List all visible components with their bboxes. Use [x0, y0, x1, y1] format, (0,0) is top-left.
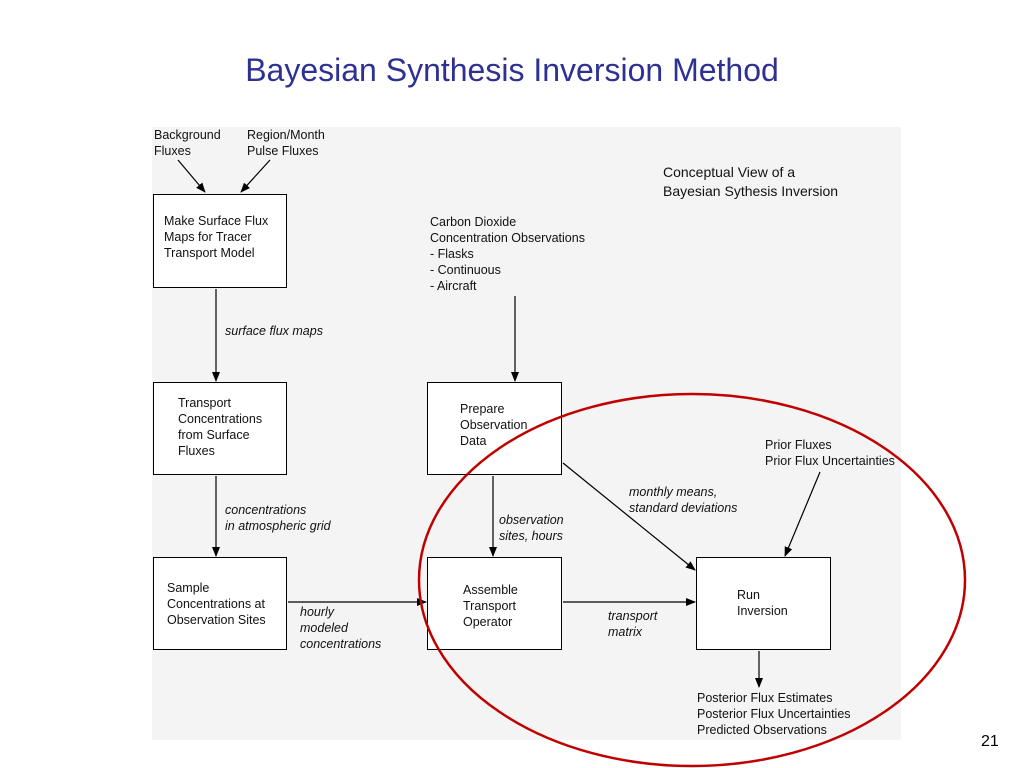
page-number: 21	[981, 733, 999, 750]
surface-flux-maps-label: surface flux maps	[225, 324, 323, 338]
arrow-region-to-maps	[240, 159, 271, 193]
highlight-ellipse	[417, 392, 967, 768]
sample-concentrations-box: Sample Concentrations at Observation Sit…	[153, 557, 287, 650]
posterior-outputs-label: Posterior Flux Estimates Posterior Flux …	[697, 691, 851, 737]
region-month-pulse-fluxes-label: Region/Month Pulse Fluxes	[247, 128, 325, 158]
prepare-observation-data-box: Prepare Observation Data	[427, 382, 562, 475]
co2-observations-label: Carbon Dioxide Concentration Observation…	[430, 215, 585, 293]
arrow-prepare-to-run	[562, 462, 696, 571]
arrow-background-to-maps	[177, 159, 206, 193]
hourly-modeled-label: hourly modeled concentrations	[300, 605, 382, 651]
transport-concentrations-box: Transport Concentrations from Surface Fl…	[153, 382, 287, 475]
make-surface-flux-maps-box: Make Surface Flux Maps for Tracer Transp…	[153, 194, 287, 288]
run-inversion-box: Run Inversion	[696, 557, 831, 650]
monthly-means-label: monthly means, standard deviations	[629, 485, 738, 515]
prior-fluxes-label: Prior Fluxes Prior Flux Uncertainties	[765, 438, 895, 468]
conceptual-view-heading: Conceptual View of a Bayesian Sythesis I…	[663, 164, 839, 199]
transport-matrix-label: transport matrix	[608, 609, 658, 639]
slide-title: Bayesian Synthesis Inversion Method	[245, 52, 779, 88]
assemble-transport-operator-box: Assemble Transport Operator	[427, 557, 562, 650]
arrow-prior-to-run	[784, 471, 821, 557]
concentrations-grid-label: concentrations in atmospheric grid	[225, 503, 331, 533]
observation-sites-label: observation sites, hours	[499, 513, 564, 543]
background-fluxes-label: Background Fluxes	[154, 128, 221, 158]
